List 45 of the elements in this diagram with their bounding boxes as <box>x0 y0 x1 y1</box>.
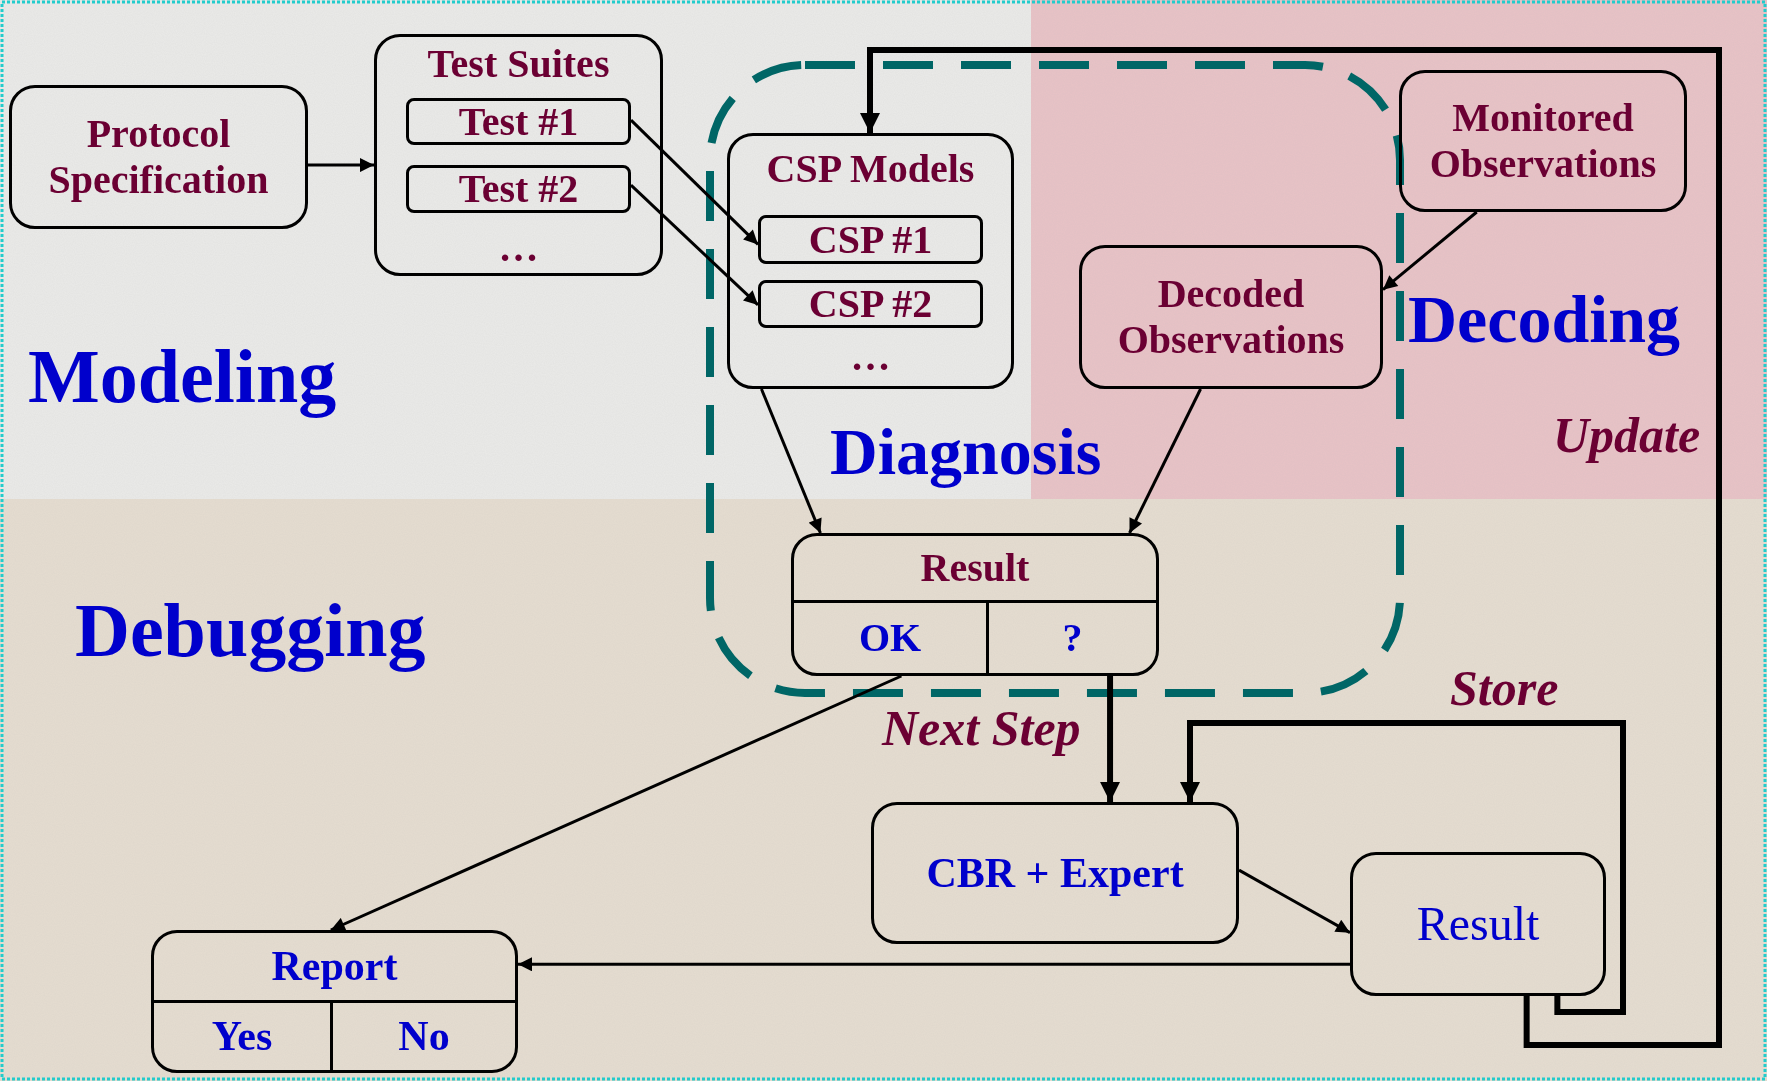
process-box <box>406 165 631 213</box>
process-box <box>1350 852 1606 996</box>
arrow <box>1180 720 1626 1015</box>
arrow <box>629 119 760 246</box>
node-text: CSP #1 <box>808 216 933 263</box>
table-header: Result <box>919 544 1031 592</box>
table-box <box>791 533 1159 676</box>
arrow <box>308 158 374 173</box>
process-box <box>406 98 631 145</box>
process-box <box>758 215 983 264</box>
ellipsis-text: … <box>497 225 540 271</box>
node-text: Test #2 <box>458 166 579 212</box>
process-box <box>374 34 663 276</box>
group-heading: Test Suites <box>426 41 611 87</box>
option-label: ? <box>1061 614 1084 662</box>
edge-label: Store <box>1450 663 1559 713</box>
node-text: Monitored Observations <box>1428 95 1658 187</box>
table-box <box>151 930 518 1073</box>
arrow <box>1238 868 1351 934</box>
arrow <box>1128 388 1202 534</box>
node-text: CSP #2 <box>808 281 933 327</box>
process-box <box>9 85 308 229</box>
process-box <box>1399 70 1687 212</box>
node-text: Protocol Specification <box>47 111 270 203</box>
arrow <box>860 47 1722 1048</box>
arrow <box>760 388 822 534</box>
option-label: No <box>397 1012 451 1062</box>
arrow <box>629 184 760 307</box>
node-text: Decoded Observations <box>1116 271 1346 363</box>
table-header: Report <box>270 942 399 992</box>
node-text: Result <box>1416 896 1540 952</box>
option-label: OK <box>857 614 923 662</box>
node-text: Test #1 <box>458 98 579 145</box>
group-heading: CSP Models <box>765 146 976 192</box>
ellipsis-text: … <box>849 334 892 380</box>
arrow <box>1100 676 1121 802</box>
arrow <box>330 674 902 932</box>
arrow <box>1382 210 1478 291</box>
option-label: Yes <box>210 1012 274 1062</box>
process-box <box>727 133 1014 389</box>
arrow <box>518 957 1350 972</box>
process-box <box>758 280 983 328</box>
node-text: CBR + Expert <box>926 848 1184 898</box>
process-box <box>871 802 1239 944</box>
process-box <box>1079 245 1383 389</box>
